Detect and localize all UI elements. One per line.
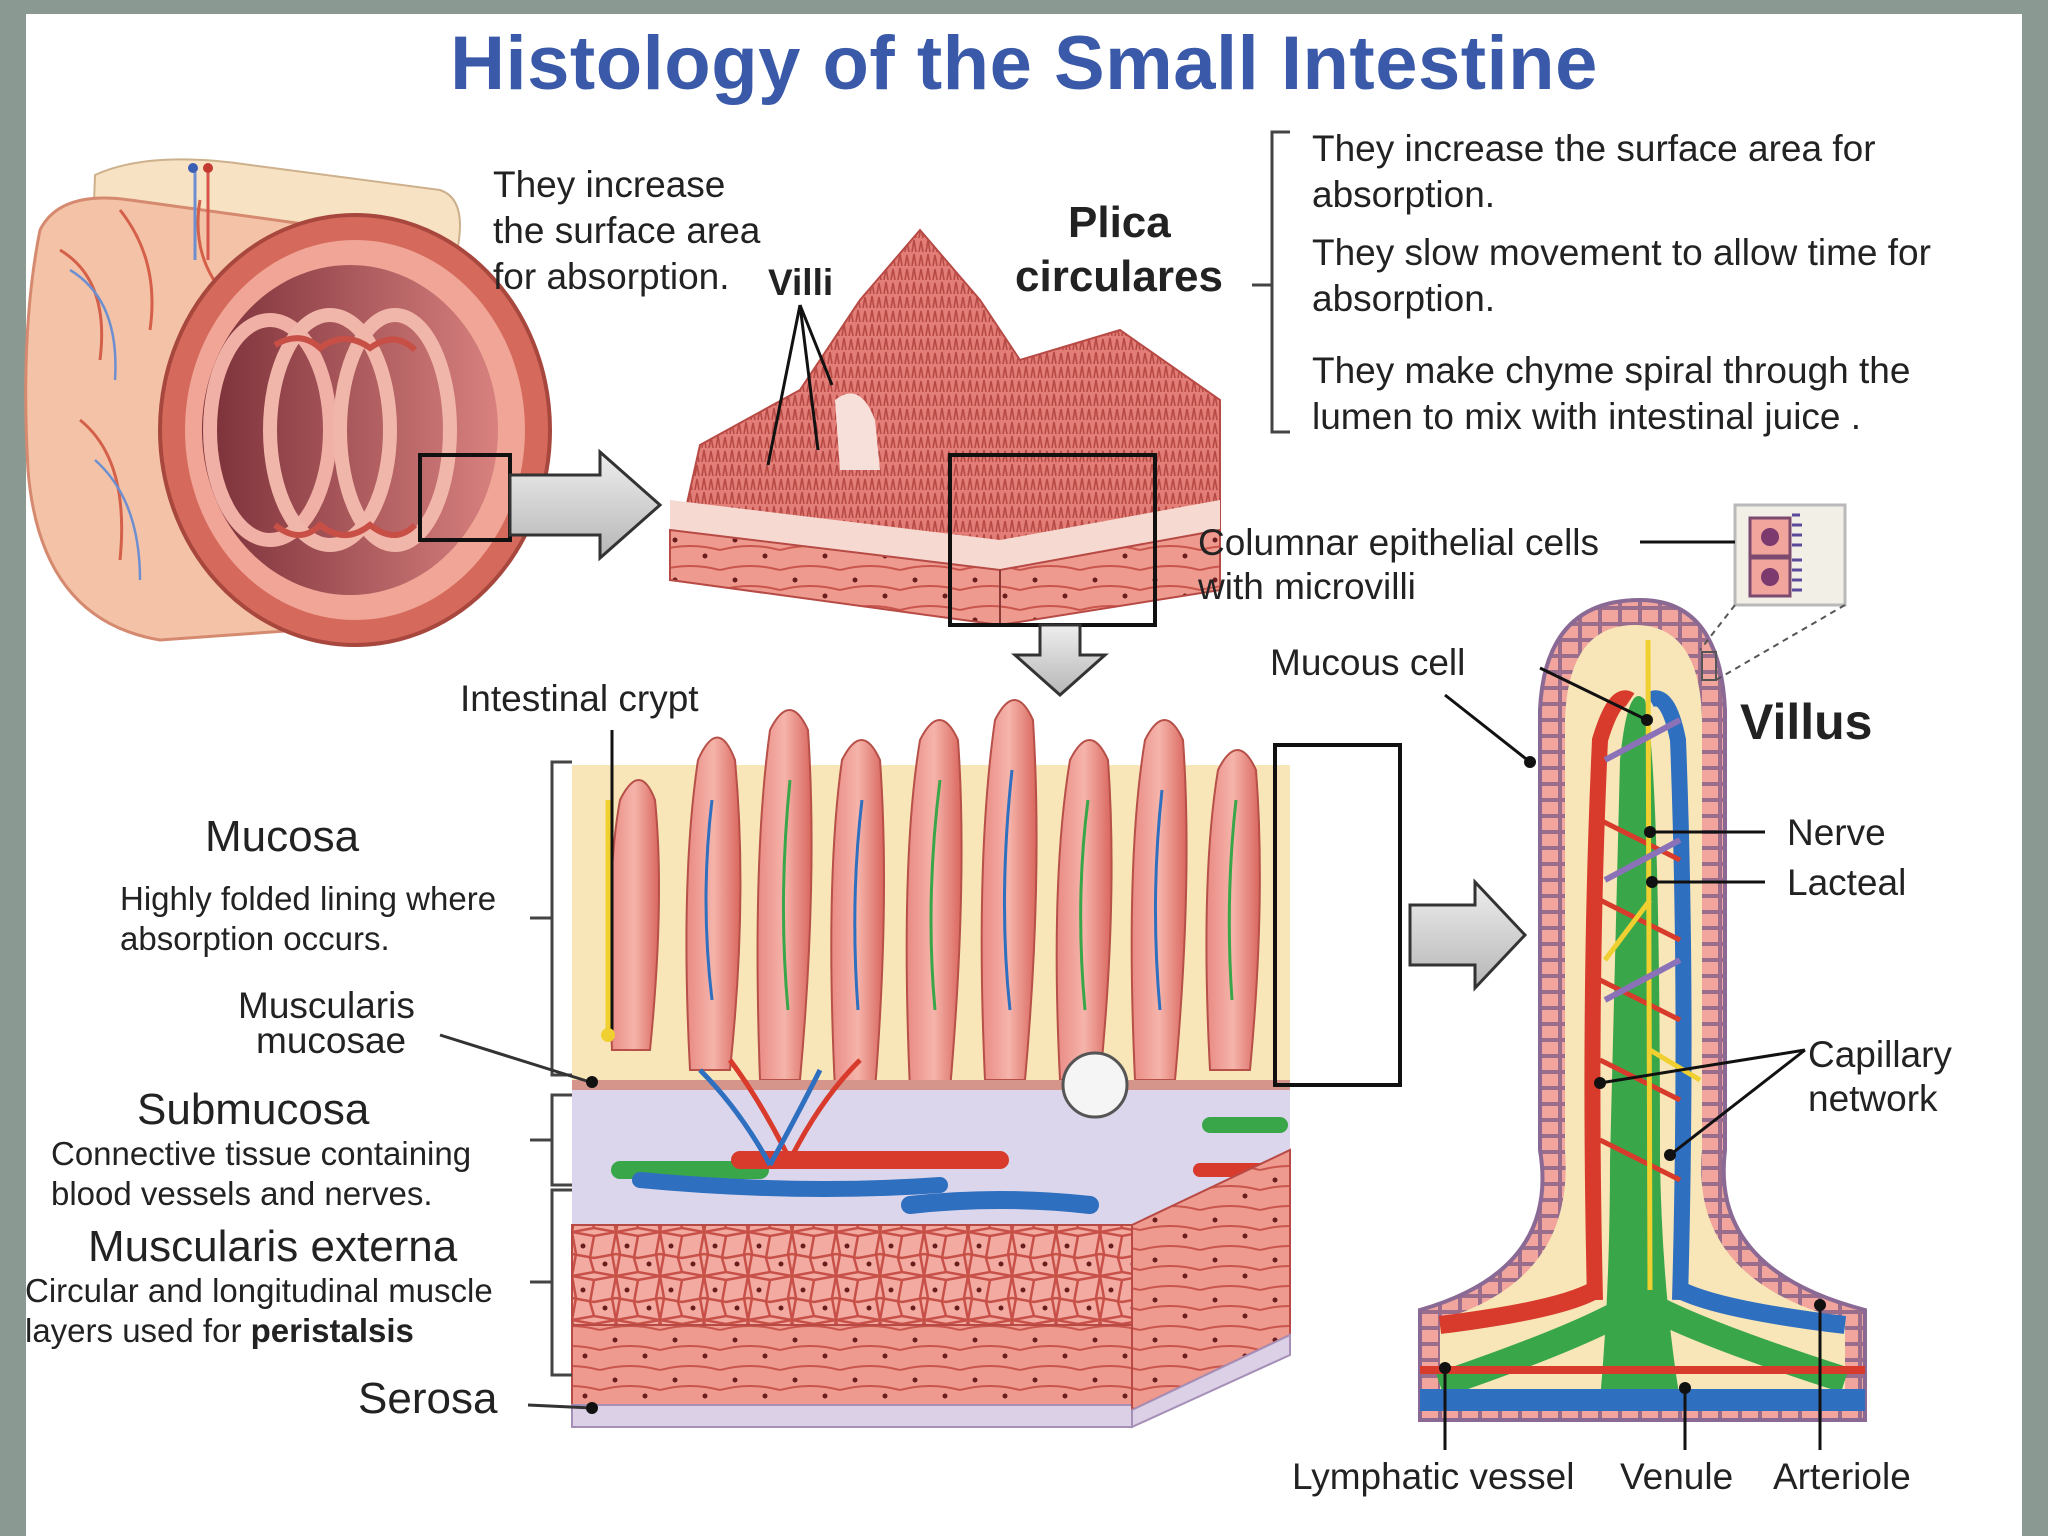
submucosa-desc-line2: blood vessels and nerves. bbox=[51, 1175, 433, 1212]
plica-note-2-line1: They slow movement to allow time for bbox=[1312, 232, 1931, 273]
intestinal-crypt-label: Intestinal crypt bbox=[460, 678, 699, 719]
muscularis-mucosae-line2: mucosae bbox=[256, 1020, 407, 1061]
zoom-arrow-down bbox=[1011, 623, 1109, 698]
layer-brackets bbox=[530, 760, 572, 1377]
villus-label-pointers bbox=[1443, 540, 1822, 1450]
mucosa-desc-line1: Highly folded lining where bbox=[120, 880, 497, 917]
top-note-line3: for absorption. bbox=[493, 256, 730, 297]
plica-note-3-line1: They make chyme spiral through the bbox=[1312, 350, 1911, 391]
plica-circulares-drawing bbox=[668, 228, 1221, 627]
muscularis-externa-desc-plain: layers used for bbox=[25, 1312, 251, 1349]
top-note-line2: the surface area bbox=[493, 210, 761, 251]
columnar-cells-line1: Columnar epithelial cells bbox=[1198, 522, 1600, 563]
villi-pointer-lines bbox=[766, 304, 834, 466]
zoom-arrow-right-bottom bbox=[1408, 878, 1528, 992]
zoom-arrow-right-top bbox=[508, 448, 663, 562]
muscularis-mucosae-line1: Muscularis bbox=[238, 985, 415, 1026]
lymph-nodule bbox=[1061, 1051, 1129, 1119]
plica-notes-bracket bbox=[1270, 130, 1290, 434]
columnar-cells-line2: with microvilli bbox=[1198, 566, 1416, 607]
layer-pointers bbox=[439, 1033, 593, 1410]
capillary-label-line2: network bbox=[1808, 1078, 1938, 1119]
top-note-line1: They increase bbox=[493, 164, 726, 205]
submucosa-desc-line1: Connective tissue containing bbox=[51, 1135, 472, 1172]
muscularis-externa-desc-line2: layers used for peristalsis bbox=[25, 1312, 414, 1349]
arteriole-label: Arteriole bbox=[1773, 1456, 1911, 1497]
epithelial-cells-inset bbox=[1699, 503, 1847, 681]
villus-detail bbox=[1418, 503, 1867, 1422]
intestine-tube-drawing bbox=[24, 158, 552, 647]
lymphatic-vessel-label: Lymphatic vessel bbox=[1292, 1456, 1575, 1497]
villus-label: Villus bbox=[1740, 694, 1873, 750]
plica-note-2-line2: absorption. bbox=[1312, 278, 1496, 319]
intestinal-wall-block bbox=[571, 699, 1402, 1429]
peristalsis-term: peristalsis bbox=[250, 1312, 414, 1349]
muscularis-externa-label: Muscularis externa bbox=[88, 1222, 458, 1271]
lacteal-label: Lacteal bbox=[1787, 862, 1907, 903]
villus-zoom-box bbox=[1273, 743, 1402, 1087]
nerve-label: Nerve bbox=[1787, 812, 1886, 853]
submucosa-label: Submucosa bbox=[137, 1085, 370, 1134]
plica-note-1-line2: absorption. bbox=[1312, 174, 1496, 215]
mucosa-desc-line2: absorption occurs. bbox=[120, 920, 390, 957]
venule-label: Venule bbox=[1620, 1456, 1734, 1497]
villi-label: Villi bbox=[768, 262, 834, 303]
mucous-cell-label: Mucous cell bbox=[1270, 642, 1466, 683]
plica-label-line2: circulares bbox=[1015, 252, 1223, 301]
serosa-label: Serosa bbox=[358, 1374, 498, 1423]
muscularis-externa-desc-line1: Circular and longitudinal muscle bbox=[25, 1272, 493, 1309]
plica-label-line1: Plica bbox=[1068, 198, 1171, 247]
capillary-label-line1: Capillary bbox=[1808, 1034, 1952, 1075]
plica-note-1-line1: They increase the surface area for bbox=[1312, 128, 1876, 169]
page-title: Histology of the Small Intestine bbox=[450, 21, 1598, 106]
mucosa-label: Mucosa bbox=[205, 812, 360, 861]
plica-note-3-line2: lumen to mix with intestinal juice . bbox=[1312, 396, 1862, 437]
